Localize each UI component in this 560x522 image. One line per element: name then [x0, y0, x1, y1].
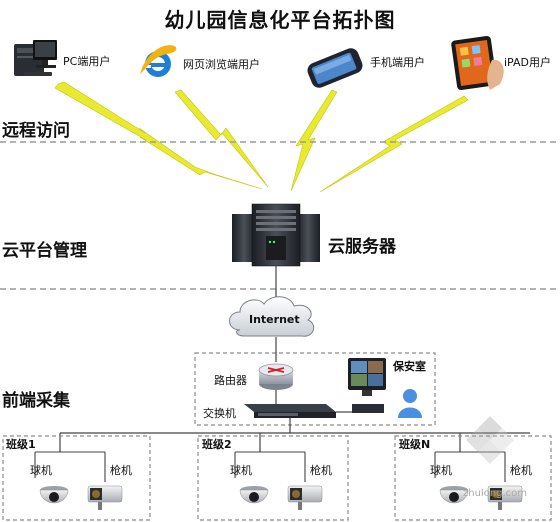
ipad-icon [451, 35, 504, 91]
security-monitor-icon [348, 358, 386, 413]
dome-camera-2-icon [239, 486, 269, 504]
ipad-user-label: iPAD用户 [504, 56, 551, 69]
class-1-gun-label: 枪机 [110, 464, 132, 477]
cloud-server-label: 云服务器 [328, 237, 396, 257]
camera-links [34, 451, 506, 482]
web-user-label: 网页浏览端用户 [183, 58, 260, 71]
cloud-server-icon [232, 203, 320, 267]
switch-icon [244, 404, 336, 418]
internet-cloud-icon [229, 296, 315, 337]
class-box-n [394, 435, 552, 521]
mobile-user-label: 手机端用户 [370, 56, 425, 69]
frontend-box [194, 352, 436, 426]
gun-camera-2-icon [287, 485, 323, 510]
class-1-label: 班级1 [6, 438, 36, 451]
class-box-2 [197, 435, 349, 521]
dome-camera-n-icon [439, 486, 469, 504]
watermark-text: zhulong.com [463, 488, 528, 499]
class-2-label: 班级2 [202, 438, 232, 451]
lightning-links [54, 81, 469, 193]
lightning-pc [54, 81, 263, 190]
gun-camera-n-icon [487, 485, 523, 510]
pc-icon [14, 40, 57, 76]
watermark-logo [466, 416, 514, 464]
lightning-web [174, 89, 269, 188]
browser-icon [140, 45, 177, 77]
diagram-title: 幼儿园信息化平台拓扑图 [164, 8, 396, 32]
section-remote-access: 远程访问 [2, 121, 70, 141]
class-n-label: 班级N [399, 438, 431, 451]
lightning-mobile [290, 89, 338, 192]
lightning-ipad [319, 95, 469, 193]
pc-user-label: PC端用户 [63, 55, 111, 68]
class-n-gun-label: 枪机 [510, 464, 532, 477]
class-2-dome-label: 球机 [230, 464, 252, 477]
internet-label: Internet [249, 313, 300, 326]
section-cloud-management: 云平台管理 [2, 241, 87, 261]
class-2-gun-label: 枪机 [310, 464, 332, 477]
section-frontend-capture: 前端采集 [2, 391, 70, 411]
class-1-dome-label: 球机 [30, 464, 52, 477]
router-icon [258, 363, 294, 390]
mobile-phone-icon [307, 48, 363, 88]
gun-camera-1-icon [87, 485, 123, 510]
dome-camera-1-icon [39, 486, 69, 504]
class-n-dome-label: 球机 [430, 464, 452, 477]
switch-label: 交换机 [203, 407, 236, 420]
router-label: 路由器 [214, 374, 247, 387]
class-box-1 [2, 435, 151, 521]
guard-person-icon [398, 389, 422, 418]
class-links [59, 418, 530, 452]
security-room-label: 保安室 [393, 360, 426, 373]
